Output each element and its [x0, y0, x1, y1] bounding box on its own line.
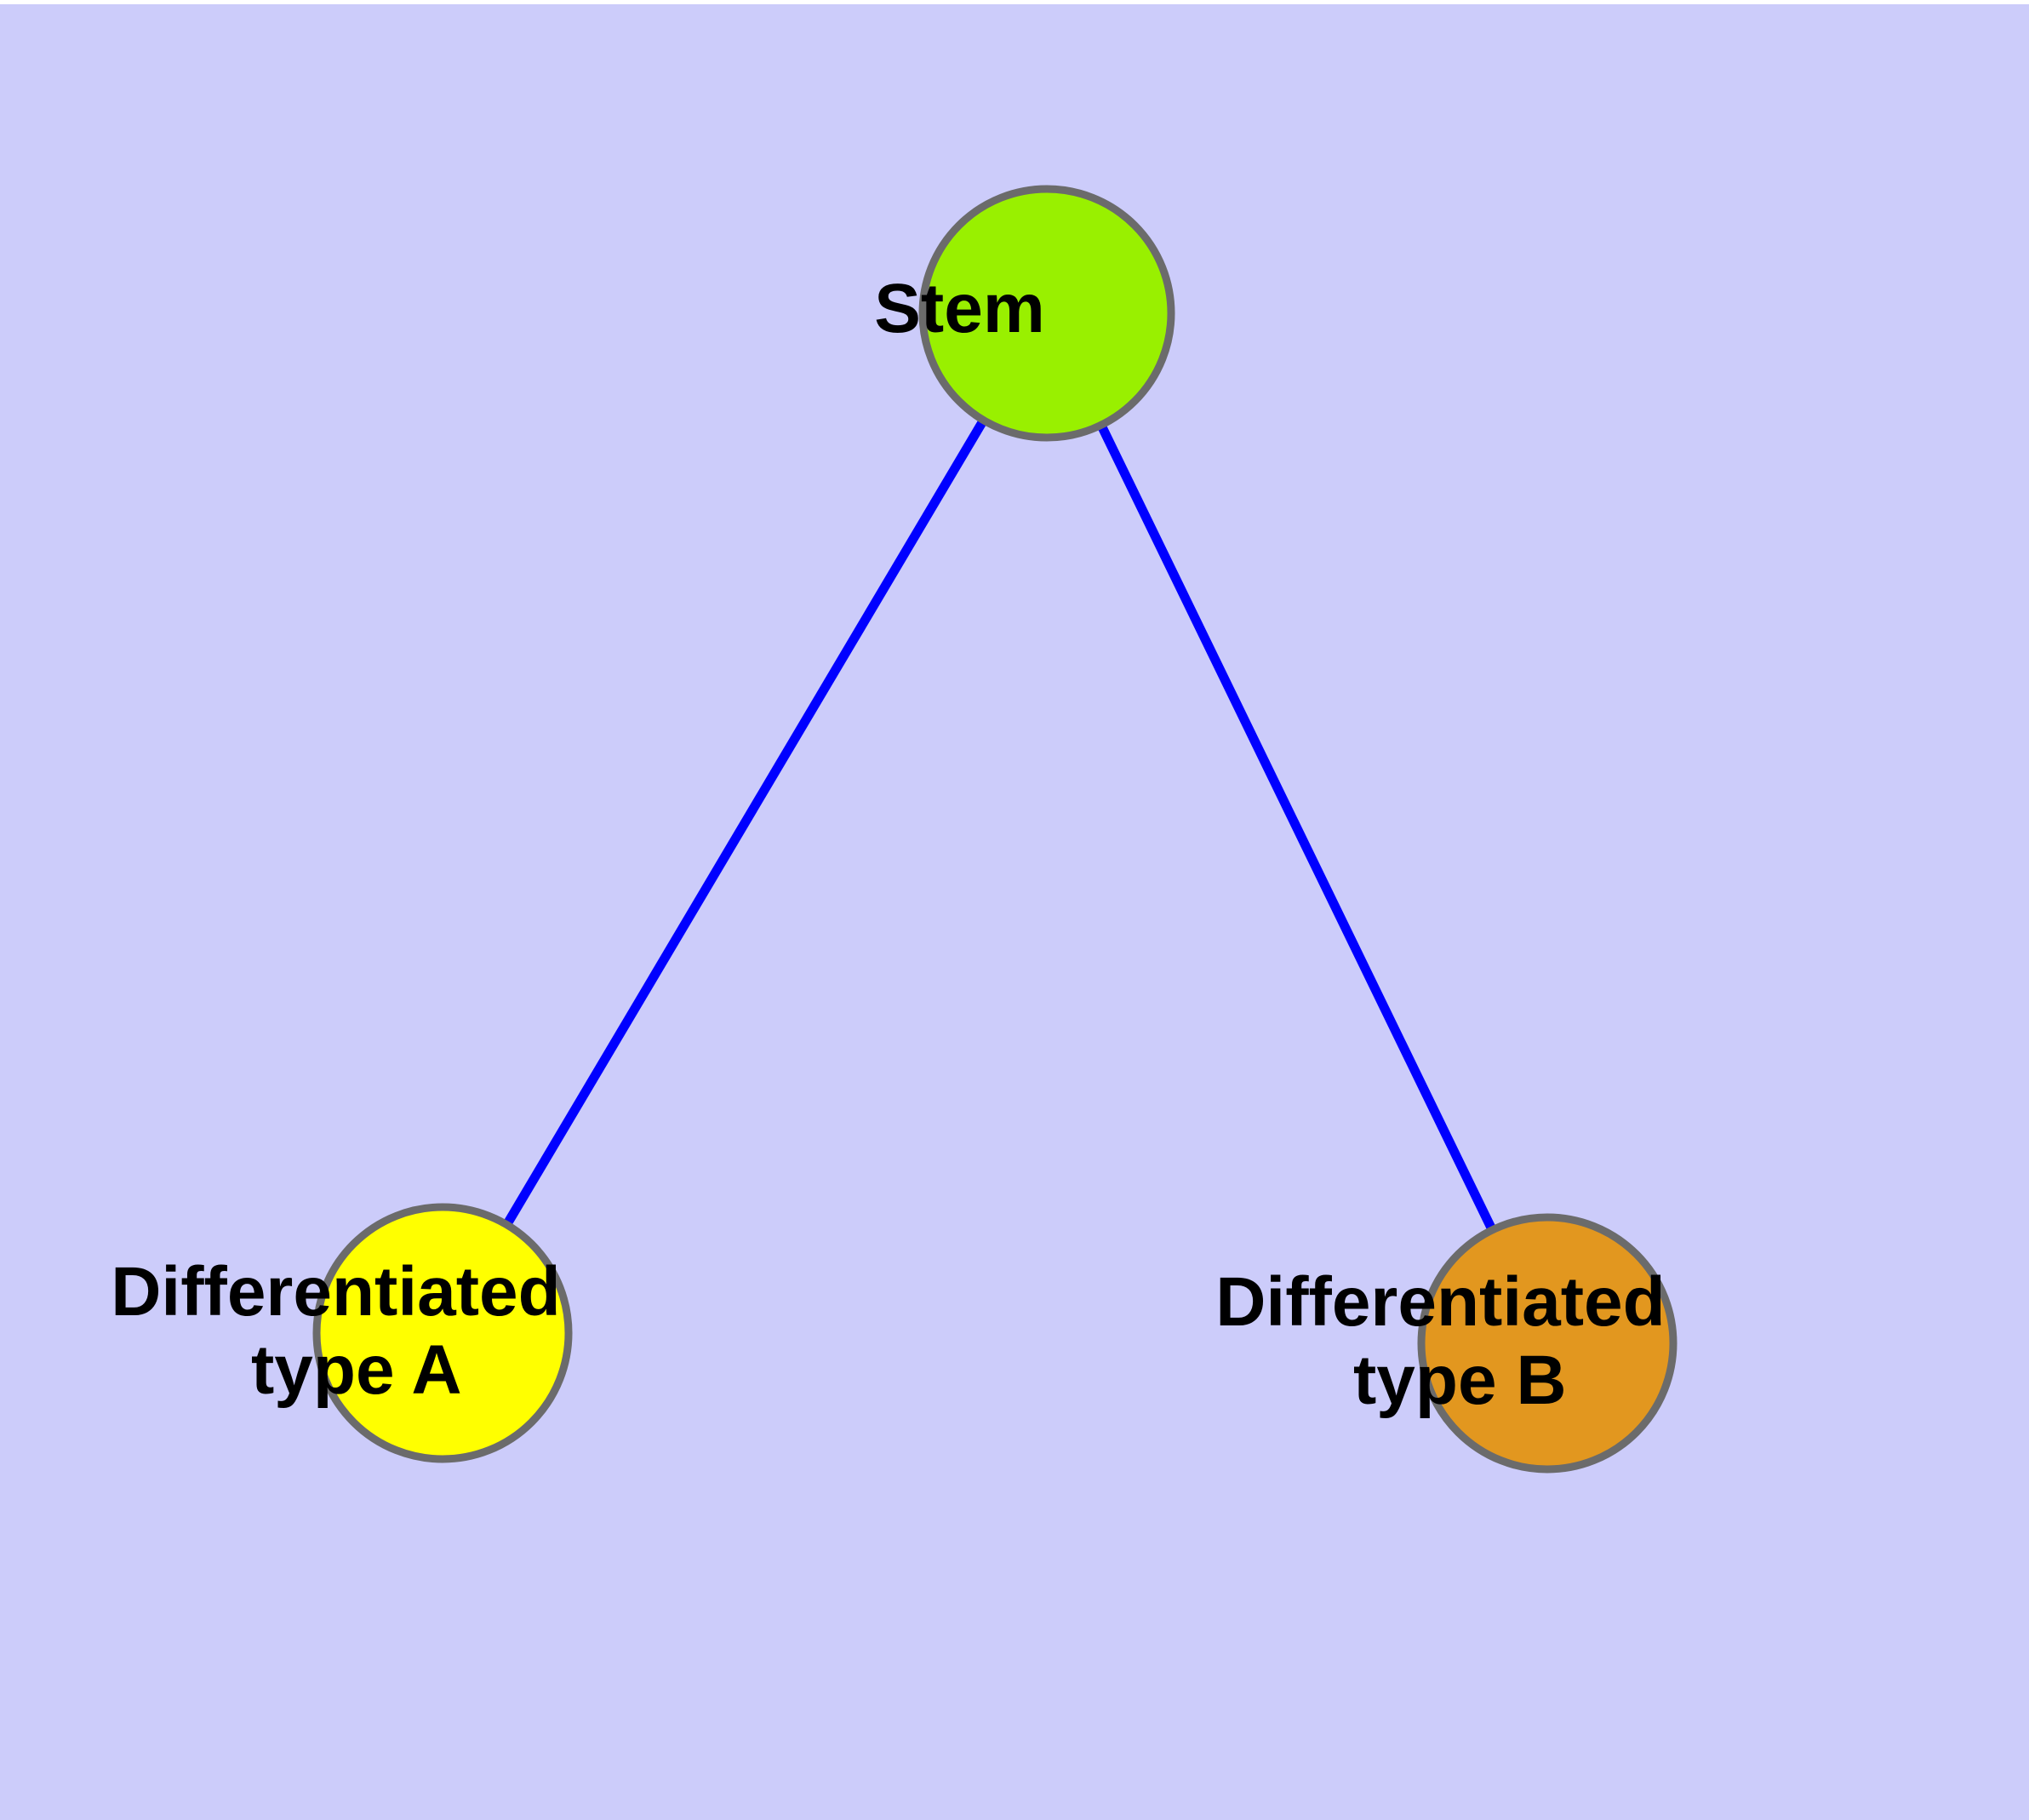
- node-stem-label-line-1: Stem: [874, 270, 1045, 347]
- node-differentiated-type-b-circle[interactable]: [1417, 1213, 1677, 1474]
- node-differentiated-type-a[interactable]: [312, 1203, 573, 1463]
- node-differentiated-type-b[interactable]: [1417, 1213, 1677, 1474]
- edge-stem-to-differentiated-type-a[interactable]: [438, 311, 1051, 1336]
- node-differentiated-type-a-label: Differentiated type A: [111, 1253, 735, 1409]
- node-stem-circle[interactable]: [918, 185, 1175, 442]
- node-differentiated-type-a-label-line-2: type A: [251, 1331, 460, 1409]
- node-stem[interactable]: Stem: [874, 185, 1220, 442]
- node-layer: Stem Differentiated type A Differentiate…: [111, 185, 1840, 1474]
- edge-stem-to-differentiated-type-b[interactable]: [1043, 311, 1552, 1346]
- node-differentiated-type-b-label-line-2: type B: [1353, 1342, 1567, 1419]
- node-differentiated-type-b-label: Differentiated type B: [1215, 1263, 1840, 1419]
- node-differentiated-type-a-circle[interactable]: [312, 1203, 573, 1463]
- node-stem-label: Stem: [874, 270, 1220, 347]
- node-differentiated-type-b-label-line-1: Differentiated: [1215, 1263, 1666, 1341]
- edge-layer: [438, 311, 1552, 1346]
- node-differentiated-type-a-label-line-1: Differentiated: [111, 1253, 561, 1331]
